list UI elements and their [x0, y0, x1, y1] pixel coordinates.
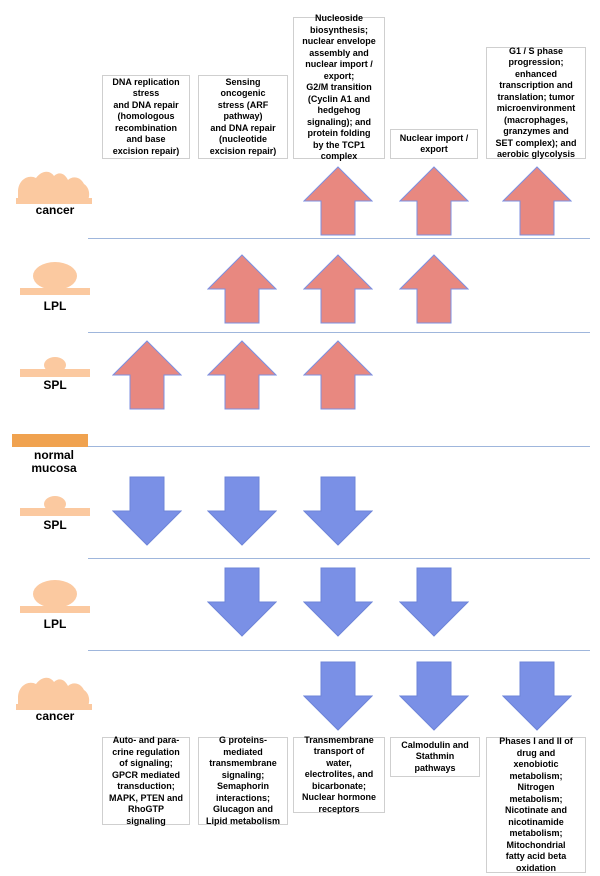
top-box-nuclear-import-export: Nuclear import / export: [390, 129, 478, 159]
tissue-spl-icon: [20, 357, 90, 377]
up-arrow-icon: [399, 254, 469, 324]
up-arrow-icon: [112, 340, 182, 410]
top-box-nucleoside-biosynthesis: Nucleoside biosynthesis; nuclear envelop…: [293, 13, 385, 161]
up-arrow-icon: [502, 166, 572, 236]
down-arrow-icon: [399, 661, 469, 731]
row-label-up-spl: SPL: [43, 378, 67, 392]
down-arrow-icon: [303, 661, 373, 731]
row-label-up-lpl: LPL: [43, 299, 67, 313]
up-arrow-icon: [303, 166, 373, 236]
tissue-spl-lower-icon: [20, 496, 90, 516]
up-arrow-icon: [303, 340, 373, 410]
top-box-dna-replication: DNA replication stress and DNA repair (h…: [102, 75, 190, 159]
tissue-lpl-lower-icon: [20, 580, 90, 613]
down-arrow-icon: [502, 661, 572, 731]
tissue-cancer-icon: [16, 171, 92, 204]
top-box-g1-s-phase: G1 / S phase progression; enhanced trans…: [486, 46, 586, 159]
down-arrow-icon: [207, 567, 277, 637]
bottom-box-auto-paracrine: Auto- and para- crine regulation of sign…: [102, 735, 190, 826]
row-separator: [88, 332, 590, 333]
bottom-box-calmodulin: Calmodulin and Stathmin pathways: [390, 737, 480, 777]
top-box-sensing-oncogenic-stress: Sensing oncogenic stress (ARF pathway) a…: [198, 75, 288, 159]
bottom-box-transmembrane-transport: Transmembrane transport of water, electr…: [293, 735, 385, 814]
row-label-down-cancer: cancer: [35, 709, 75, 723]
row-separator: [88, 238, 590, 239]
row-separator: [88, 446, 590, 447]
tissue-cancer-lower-icon: [16, 677, 92, 710]
normal-mucosa-bar: [12, 434, 88, 447]
bottom-box-g-proteins: G proteins- mediated transmembrane signa…: [198, 735, 288, 826]
row-label-normal-mucosa: normal mucosa: [31, 448, 77, 475]
up-arrow-icon: [399, 166, 469, 236]
row-separator: [88, 650, 590, 651]
up-arrow-icon: [207, 340, 277, 410]
bottom-box-phases-metabolism: Phases I and II of drug and xenobiotic m…: [486, 736, 586, 873]
up-arrow-icon: [303, 254, 373, 324]
row-separator: [88, 558, 590, 559]
up-arrow-icon: [207, 254, 277, 324]
down-arrow-icon: [399, 567, 469, 637]
down-arrow-icon: [303, 476, 373, 546]
row-label-down-lpl: LPL: [43, 617, 67, 631]
row-label-down-spl: SPL: [43, 518, 67, 532]
down-arrow-icon: [303, 567, 373, 637]
down-arrow-icon: [112, 476, 182, 546]
row-label-up-cancer: cancer: [35, 203, 75, 217]
tissue-lpl-icon: [20, 262, 90, 295]
down-arrow-icon: [207, 476, 277, 546]
